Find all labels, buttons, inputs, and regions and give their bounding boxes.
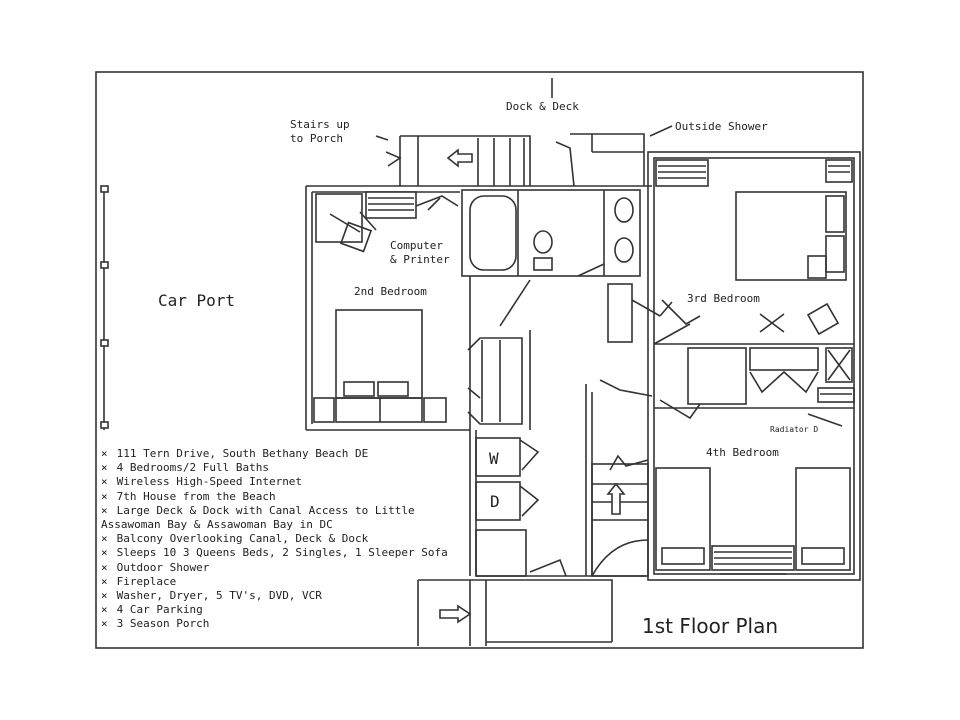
feature-item: × 111 Tern Drive, South Bethany Beach DE: [101, 447, 466, 461]
feature-text: Washer, Dryer, 5 TV's, DVD, VCR: [116, 589, 322, 603]
stairs-label-line2: to Porch: [290, 132, 343, 145]
feature-item: × 4 Car Parking: [101, 603, 466, 617]
feature-item: × Outdoor Shower: [101, 561, 466, 575]
feature-text: 4 Car Parking: [116, 603, 203, 617]
bullet-icon: ×: [101, 489, 108, 503]
bullet-icon: ×: [101, 560, 108, 574]
dock-deck-label: Dock & Deck: [506, 100, 579, 113]
bullet-icon: ×: [101, 503, 108, 517]
bullet-icon: ×: [101, 603, 108, 617]
feature-item: × Washer, Dryer, 5 TV's, DVD, VCR: [101, 589, 466, 603]
plan-title: 1st Floor Plan: [642, 614, 778, 638]
washer-label: W: [489, 449, 499, 468]
feature-text: 7th House from the Beach: [116, 489, 276, 503]
computer-label-line2: & Printer: [390, 253, 450, 266]
bullet-icon: ×: [101, 589, 108, 603]
bullet-icon: ×: [101, 461, 108, 475]
bedroom2-label: 2nd Bedroom: [354, 285, 427, 298]
bullet-icon: ×: [101, 546, 108, 560]
bullet-icon: ×: [101, 617, 108, 631]
bedroom3-label: 3rd Bedroom: [687, 292, 760, 305]
feature-text: Outdoor Shower: [116, 560, 210, 574]
feature-item: × Sleeps 10 3 Queens Beds, 2 Singles, 1 …: [101, 546, 466, 560]
bullet-icon: ×: [101, 447, 108, 460]
car-port-label: Car Port: [158, 291, 235, 310]
feature-text: Fireplace: [116, 574, 177, 588]
feature-text: Wireless High-Speed Internet: [116, 475, 303, 489]
feature-text: 4 Bedrooms/2 Full Baths: [116, 461, 269, 475]
feature-item: × 7th House from the Beach: [101, 490, 466, 504]
feature-item: × Wireless High-Speed Internet: [101, 475, 466, 489]
feature-item: × 3 Season Porch: [101, 617, 466, 631]
outside-shower-label: Outside Shower: [675, 120, 768, 133]
feature-item: × Fireplace: [101, 575, 466, 589]
feature-item: × 4 Bedrooms/2 Full Baths: [101, 461, 466, 475]
radiator-label: Radiator D: [770, 425, 818, 434]
computer-label-line1: Computer: [390, 239, 443, 252]
feature-text: 3 Season Porch: [116, 617, 210, 631]
feature-item: × Large Deck & Dock with Canal Access to…: [101, 504, 466, 532]
plan-frame: [95, 71, 864, 649]
bullet-icon: ×: [101, 574, 108, 588]
dryer-label: D: [490, 492, 500, 511]
bedroom4-label: 4th Bedroom: [706, 446, 779, 459]
bullet-icon: ×: [101, 532, 108, 546]
feature-text: Balcony Overlooking Canal, Deck & Dock: [116, 532, 369, 546]
feature-text: Large Deck & Dock with Canal Access to L…: [101, 503, 415, 532]
bullet-icon: ×: [101, 475, 108, 489]
feature-text: Sleeps 10 3 Queens Beds, 2 Singles, 1 Sl…: [116, 546, 448, 560]
stairs-label-line1: Stairs up: [290, 118, 350, 131]
feature-text: 111 Tern Drive, South Bethany Beach DE: [116, 447, 369, 460]
features-list: × 111 Tern Drive, South Bethany Beach DE…: [101, 447, 466, 632]
feature-item: × Balcony Overlooking Canal, Deck & Dock: [101, 532, 466, 546]
